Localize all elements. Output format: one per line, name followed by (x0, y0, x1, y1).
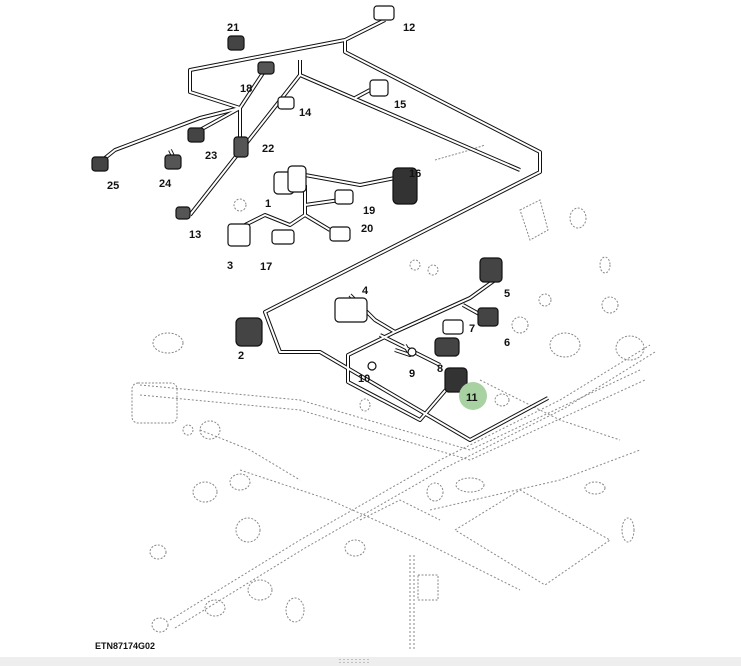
background-parts (131, 144, 645, 633)
connector-25 (91, 156, 109, 172)
connector-11 (444, 367, 468, 393)
callout-24[interactable]: 24 (159, 178, 172, 190)
callout-22[interactable]: 22 (262, 143, 274, 155)
connector-15 (369, 79, 389, 97)
callout-6[interactable]: 6 (504, 337, 510, 349)
connector-20 (329, 226, 351, 242)
callout-11[interactable]: 11 (466, 392, 478, 404)
callout-25[interactable]: 25 (107, 180, 119, 192)
callout-4[interactable]: 4 (362, 285, 369, 297)
callout-8[interactable]: 8 (437, 363, 443, 375)
figure-code: ETN87174G02 (95, 641, 156, 651)
callout-3[interactable]: 3 (227, 260, 233, 272)
main-harness (98, 18, 549, 442)
callout-21[interactable]: 21 (227, 22, 239, 34)
connector-19 (334, 189, 354, 205)
connector-23 (187, 127, 205, 143)
callout-20[interactable]: 20 (361, 223, 373, 235)
callout-23[interactable]: 23 (205, 150, 217, 162)
callout-17[interactable]: 17 (260, 261, 272, 273)
connector-14 (277, 96, 295, 110)
callout-18[interactable]: 18 (240, 83, 252, 95)
connector-18 (257, 61, 275, 75)
connector-24 (164, 154, 182, 170)
ring-terminal-9 (407, 347, 417, 357)
callout-16[interactable]: 16 (409, 168, 421, 180)
ring-terminal-10 (367, 361, 377, 371)
callout-labels: 1 2 3 4 5 6 7 8 9 10 11 12 13 14 15 16 1… (107, 22, 510, 404)
connector-2 (235, 317, 263, 347)
connector-16 (392, 167, 418, 205)
connector-13 (175, 206, 191, 220)
connector-22 (233, 136, 249, 158)
connector-7 (442, 319, 464, 335)
callout-5[interactable]: 5 (504, 288, 510, 300)
callout-13[interactable]: 13 (189, 229, 201, 241)
bottom-resize-bar[interactable] (0, 657, 741, 666)
connector-21 (227, 35, 245, 51)
resize-grip-icon[interactable] (338, 658, 370, 664)
callout-9[interactable]: 9 (409, 368, 415, 380)
highlight-circle (459, 382, 487, 410)
connector-17 (271, 229, 295, 245)
connector-5 (479, 257, 503, 283)
connector-1b (287, 165, 307, 193)
connector-6 (477, 307, 499, 327)
callout-1[interactable]: 1 (265, 198, 271, 210)
connector-3 (227, 223, 251, 247)
callout-15[interactable]: 15 (394, 99, 406, 111)
callout-7[interactable]: 7 (469, 323, 475, 335)
connector-4 (334, 297, 368, 323)
callout-2[interactable]: 2 (238, 350, 244, 362)
connector-12 (373, 5, 395, 21)
connector-8 (434, 337, 460, 357)
background-harness (139, 344, 656, 650)
callout-12[interactable]: 12 (403, 22, 415, 34)
callout-10[interactable]: 10 (358, 373, 370, 385)
connectors (91, 5, 503, 393)
callout-14[interactable]: 14 (299, 107, 312, 119)
callout-19[interactable]: 19 (363, 205, 375, 217)
